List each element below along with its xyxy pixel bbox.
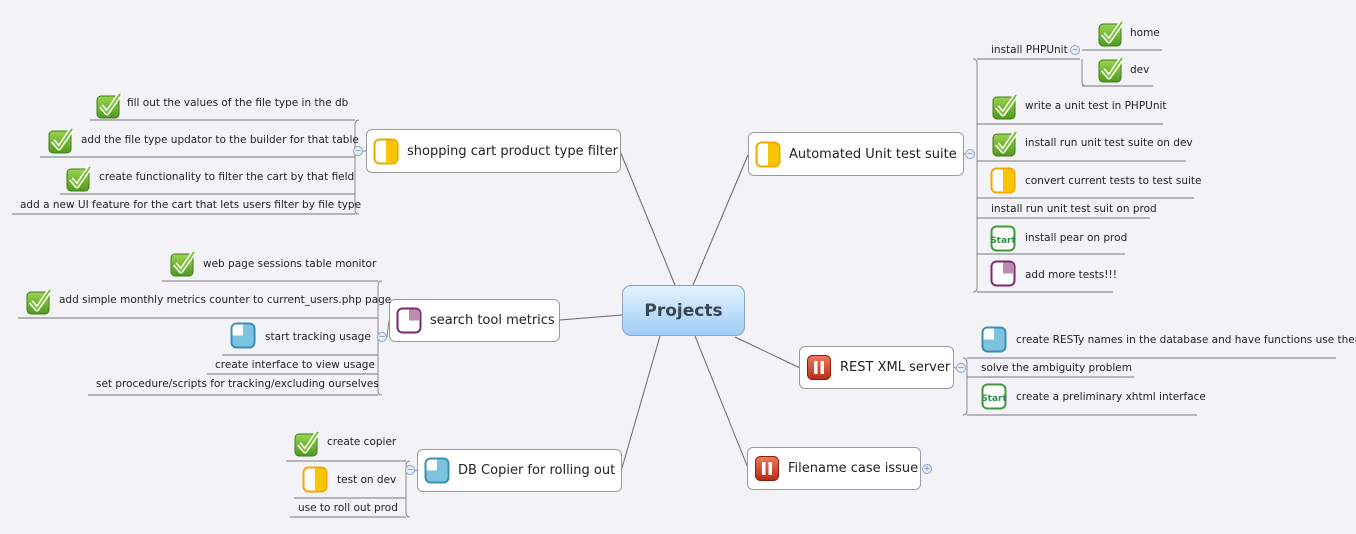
subtopic-label[interactable]: add more tests!!!: [1025, 269, 1117, 281]
subtopic-label[interactable]: install run unit test suit on prod: [991, 203, 1157, 215]
start-icon: Start: [990, 225, 1016, 252]
subtopic-label[interactable]: fill out the values of the file type in …: [127, 97, 349, 109]
check-icon: [96, 92, 123, 119]
subtopic-label[interactable]: use to roll out prod: [298, 502, 398, 514]
collapse-icon[interactable]: −: [377, 332, 387, 342]
subtopic-label[interactable]: convert current tests to test suite: [1025, 175, 1202, 187]
check-icon: [26, 288, 53, 315]
pause-icon: [754, 455, 780, 482]
quarter-progress-icon: [396, 307, 422, 334]
subtopic-label[interactable]: test on dev: [337, 474, 397, 486]
subtopic-label[interactable]: create functionality to filter the cart …: [99, 171, 355, 183]
connector: [692, 154, 749, 286]
collapse-icon[interactable]: −: [353, 146, 363, 156]
half-progress-icon: [373, 138, 399, 165]
subtopic-label[interactable]: create copier: [327, 436, 397, 448]
half-progress-icon: [302, 466, 328, 493]
connector: [621, 335, 661, 469]
expand-icon[interactable]: +: [922, 463, 932, 474]
subtopic-label[interactable]: create RESTy names in the database and h…: [1016, 334, 1356, 346]
topic-label: REST XML server: [840, 360, 951, 375]
central-topic[interactable]: Projects: [622, 285, 745, 336]
subtopic-label[interactable]: add the file type updator to the builder…: [81, 134, 359, 146]
connector: [734, 336, 801, 369]
collapse-icon[interactable]: −: [965, 149, 975, 159]
check-icon: [48, 127, 75, 154]
subtopic-label[interactable]: create a preliminary xhtml interface: [1016, 391, 1206, 403]
collapse-icon[interactable]: −: [1070, 45, 1080, 55]
svg-text:Start: Start: [990, 236, 1016, 246]
connector: [694, 335, 749, 469]
connector: [386, 320, 390, 338]
subtopic-label[interactable]: add simple monthly metrics counter to cu…: [59, 294, 392, 306]
subtopic-label[interactable]: dev: [1130, 64, 1150, 76]
half-progress-icon: [755, 141, 781, 168]
topic-label: Automated Unit test suite: [789, 146, 957, 162]
subtopic-label[interactable]: write a unit test in PHPUnit: [1025, 100, 1167, 112]
check-icon: [992, 130, 1019, 157]
topic-label: shopping cart product type filter: [407, 143, 618, 159]
check-icon: [170, 250, 197, 277]
check-icon: [1098, 20, 1125, 47]
subtopic-label[interactable]: install PHPUnit: [991, 44, 1068, 56]
bracket: [354, 119, 360, 215]
subtopic-label[interactable]: install pear on prod: [1025, 232, 1128, 244]
bracket: [1081, 59, 1087, 87]
subtopic-label[interactable]: add a new UI feature for the cart that l…: [20, 199, 362, 211]
check-icon: [1098, 56, 1125, 83]
subtopic-label[interactable]: web page sessions table monitor: [203, 258, 377, 270]
bracket: [962, 357, 968, 416]
three-quarter-progress-icon: [981, 326, 1007, 353]
quarter-progress-icon: [990, 260, 1016, 287]
start-icon: Start: [981, 383, 1007, 410]
subtopic-label[interactable]: create interface to view usage: [215, 359, 375, 371]
topic-label: Filename case issue: [788, 461, 919, 476]
connector: [953, 367, 957, 369]
svg-text:Start: Start: [981, 394, 1007, 404]
pause-icon: [806, 354, 832, 381]
collapse-icon[interactable]: −: [405, 465, 415, 475]
main-topic[interactable]: shopping cart product type filter: [366, 129, 621, 173]
half-progress-icon: [990, 167, 1016, 194]
topic-label: search tool metrics: [430, 313, 555, 328]
subtopic-label[interactable]: solve the ambiguity problem: [981, 362, 1132, 374]
collapse-icon[interactable]: −: [956, 363, 966, 373]
main-topic[interactable]: Filename case issue: [747, 447, 921, 490]
main-topic[interactable]: Automated Unit test suite: [748, 132, 964, 176]
check-icon: [992, 93, 1019, 120]
main-topic[interactable]: search tool metrics: [389, 299, 560, 342]
subtopic-label[interactable]: set procedure/scripts for tracking/exclu…: [96, 378, 379, 390]
connector: [619, 150, 676, 286]
three-quarter-progress-icon: [424, 457, 450, 484]
bracket: [405, 460, 411, 518]
check-icon: [66, 165, 93, 192]
subtopic-label[interactable]: home: [1130, 27, 1160, 39]
check-icon: [294, 430, 321, 457]
topic-label: DB Copier for rolling out: [458, 463, 616, 478]
connector: [414, 469, 418, 471]
main-topic[interactable]: DB Copier for rolling out: [417, 449, 622, 492]
bracket: [972, 58, 978, 293]
subtopic-label[interactable]: install run unit test suite on dev: [1025, 137, 1193, 149]
connector: [559, 314, 623, 321]
main-topic[interactable]: REST XML server: [799, 346, 954, 389]
subtopic-label[interactable]: start tracking usage: [265, 331, 371, 343]
three-quarter-progress-icon: [230, 322, 256, 349]
